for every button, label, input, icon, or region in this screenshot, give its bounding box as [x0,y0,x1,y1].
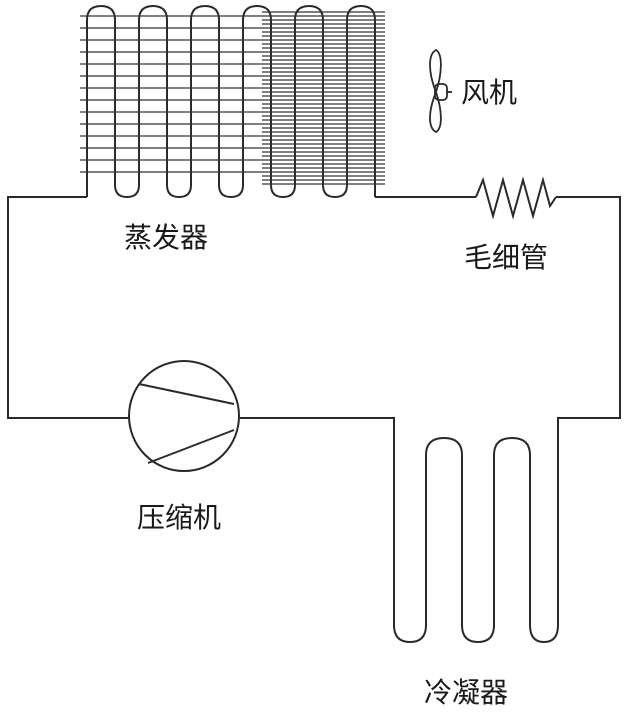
evaporator-fins-dense [262,11,385,185]
evaporator-fins-sparse [80,15,262,173]
label-condenser: 冷凝器 [424,676,508,709]
capillary-to-condenser-pipe [556,196,621,625]
capillary-tube-zigzag [475,176,557,220]
compressor-symbol [128,360,240,472]
compressor-to-condenser-pipe [238,417,395,625]
compressor-upper-line [138,383,235,405]
compressor-lower-line [147,429,235,464]
label-fan: 风机 [461,76,517,109]
fan-blade-upper [429,48,442,95]
refrigerant-pipe-loop [7,196,130,419]
label-evaporator: 蒸发器 [124,221,208,254]
compressor-body [128,360,240,472]
label-capillary: 毛细管 [464,241,548,274]
fan-icon [429,48,452,134]
label-compressor: 压缩机 [137,501,221,534]
fan-blade-lower [429,89,442,134]
condenser-coil [393,436,559,644]
evaporator-coil [86,4,376,199]
